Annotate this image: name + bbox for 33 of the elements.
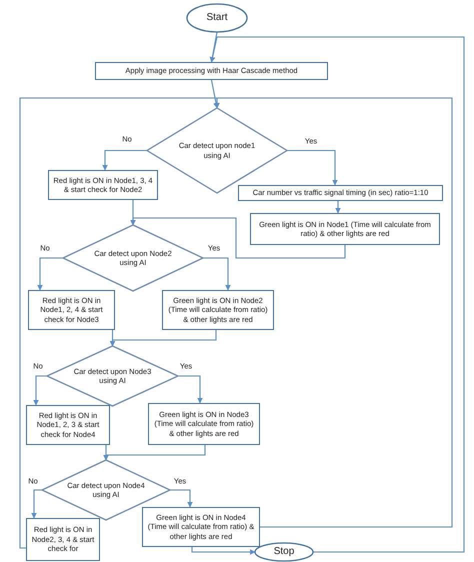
arrow — [110, 330, 116, 347]
node-text: Stop — [274, 547, 294, 557]
process-box — [48, 170, 158, 200]
process-box — [148, 403, 260, 445]
arrow — [31, 489, 42, 519]
arrow — [287, 150, 338, 186]
arrow — [210, 36, 465, 553]
process-box — [238, 185, 443, 201]
process-box — [95, 62, 328, 80]
process-box — [26, 405, 110, 445]
process-box — [142, 507, 260, 547]
node-text: Start — [206, 13, 228, 23]
arrow — [170, 489, 193, 508]
terminal-oval — [187, 4, 247, 32]
arrow — [103, 445, 109, 461]
terminal-oval — [255, 543, 313, 561]
arrow — [335, 201, 341, 214]
decision-diamond — [63, 225, 203, 291]
arrow — [210, 32, 218, 63]
arrow — [102, 150, 147, 171]
arrow — [178, 375, 203, 404]
arrow — [191, 547, 256, 555]
process-box — [26, 518, 100, 561]
process-box — [28, 290, 115, 330]
arrow — [203, 257, 231, 291]
process-box — [250, 213, 440, 245]
arrow — [210, 80, 219, 109]
arrow — [19, 97, 220, 549]
arrow — [33, 375, 47, 406]
decision-diamond — [47, 346, 178, 406]
process-box — [162, 290, 274, 330]
arrow — [130, 200, 136, 226]
arrow — [37, 257, 63, 291]
